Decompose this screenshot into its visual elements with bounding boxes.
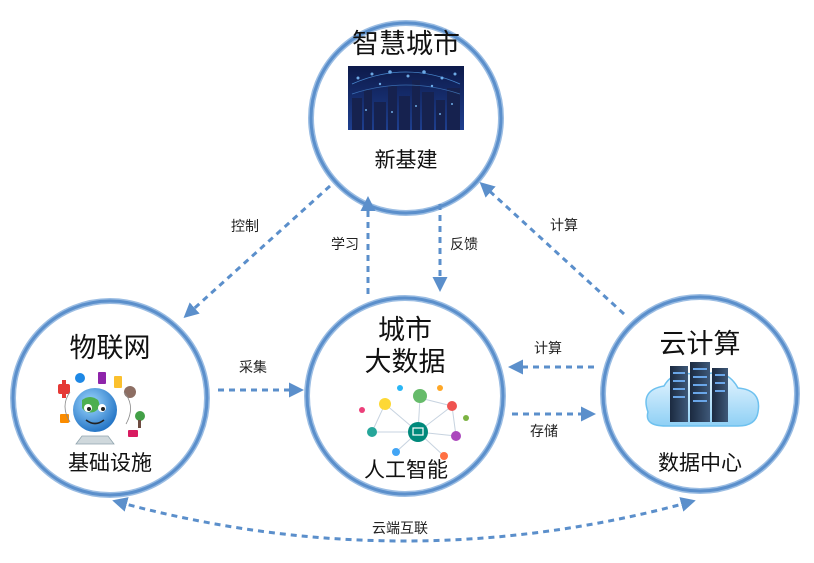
edge-label-store: 存储 (530, 424, 558, 440)
smart-city-title: 智慧城市 (352, 29, 460, 60)
arrow-control (183, 184, 332, 319)
arrow-compute-top (479, 181, 626, 316)
node-circle-big-data (304, 295, 506, 497)
big-data-title-line1: 城市 (378, 315, 432, 346)
edge-label-cloud-link: 云端互联 (372, 521, 428, 537)
iot-globe-illustration (58, 372, 145, 445)
iot-title: 物联网 (69, 333, 151, 364)
edge-label-feedback: 反馈 (450, 237, 478, 253)
iot-subtitle: 基础设施 (68, 451, 152, 475)
arrow-cloud-link (112, 497, 696, 543)
edge-label-control: 控制 (231, 219, 259, 235)
smart-city-subtitle: 新基建 (374, 148, 438, 172)
big-data-title-line2: 大数据 (364, 347, 446, 378)
cloud-datacenter-illustration (645, 362, 760, 427)
cloud-subtitle: 数据中心 (658, 451, 742, 475)
edge-label-learn: 学习 (331, 237, 359, 253)
cloud-title: 云计算 (659, 329, 741, 360)
big-data-network-illustration (359, 385, 469, 460)
edge-label-compute-mid: 计算 (534, 341, 562, 357)
smart-city-image (348, 66, 464, 130)
edge-label-compute-top: 计算 (550, 218, 578, 234)
edge-label-collect: 采集 (239, 360, 267, 376)
big-data-subtitle: 人工智能 (364, 458, 448, 482)
